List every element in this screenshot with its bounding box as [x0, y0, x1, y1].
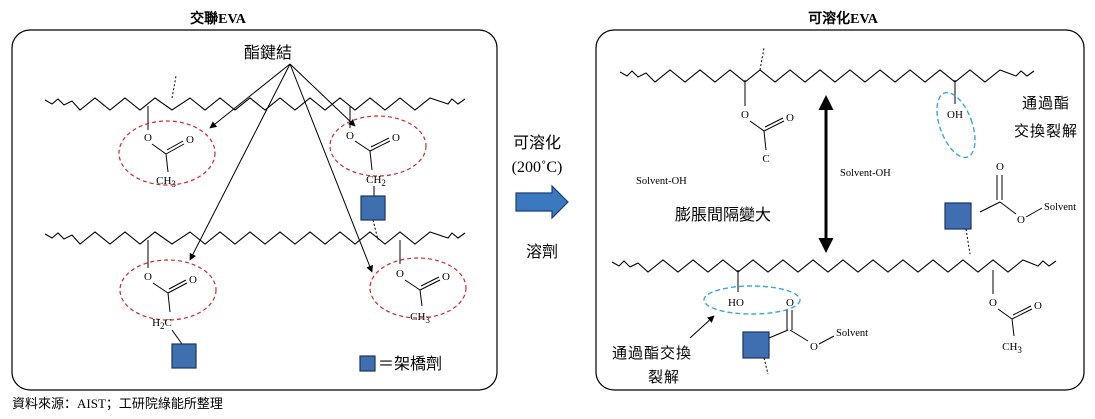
cleavage-note-bottom-line1: 通過酯交換	[612, 344, 692, 362]
bond	[997, 308, 1013, 320]
transition-label-line2: (200˚C)	[512, 159, 563, 176]
ester-bond-label: 酯鍵結	[244, 44, 292, 62]
bond	[763, 120, 785, 132]
bond	[419, 289, 423, 307]
bond	[165, 143, 185, 155]
crosslink-dash	[372, 219, 379, 241]
bond	[167, 282, 188, 294]
methyl-label: CH3	[156, 175, 176, 189]
left-top-chain	[44, 97, 466, 111]
hydroxyl-label: HO	[728, 297, 744, 309]
cleavage-note-top-line1: 通過酯	[1022, 95, 1070, 112]
bond	[763, 130, 767, 151]
solvent-oh-label: Solvent-OH	[636, 176, 687, 187]
cleavage-note-top-line2: 交換裂解	[1014, 122, 1078, 140]
ester-ellipse	[329, 115, 427, 177]
oxygen-atom: O	[442, 271, 450, 283]
oxygen-atom: O	[996, 161, 1004, 173]
left-top-chain-dash	[171, 75, 177, 99]
crosslink-dash	[763, 357, 769, 375]
oxygen-atom: O	[786, 112, 794, 124]
methyl-label: CH3	[410, 311, 430, 325]
bond	[789, 329, 809, 342]
bond	[768, 329, 789, 339]
oxygen-atom: O	[810, 341, 818, 353]
left-panel-frame	[11, 29, 498, 391]
solvent-label-bottom: Solvent	[836, 328, 868, 339]
ester-ellipse	[119, 259, 217, 321]
oxygen-atom: O	[1034, 300, 1042, 312]
bond	[404, 279, 421, 291]
cleavage-note-bottom-line2: 裂解	[648, 369, 680, 386]
bond	[370, 137, 390, 148]
oxygen-atom: O	[786, 297, 794, 309]
bond	[749, 120, 765, 132]
legend-crosslinker-square	[359, 355, 376, 372]
methyl-label: CH3	[1002, 341, 1022, 355]
bond	[420, 276, 440, 287]
bond	[818, 335, 835, 345]
right-panel-frame	[595, 29, 1085, 391]
bond	[999, 201, 1017, 215]
crosslinker-square	[360, 195, 386, 221]
oxygen-atom: O	[144, 132, 152, 144]
bond	[369, 150, 373, 171]
bond	[166, 140, 184, 151]
solvent-label: 溶劑	[526, 243, 558, 261]
hydroxyl-label: OH	[947, 109, 963, 121]
transition-label-line1: 可溶化	[513, 134, 561, 152]
swelling-label: 膨脹間隔變大	[675, 206, 771, 224]
oxygen-atom: O	[346, 130, 354, 142]
right-top-chain-dash	[759, 47, 765, 71]
cleavage-pointer-arrow	[689, 315, 715, 339]
bond	[168, 279, 187, 290]
bond	[171, 329, 183, 345]
oxygen-atom: O	[396, 268, 404, 280]
bond	[1011, 308, 1033, 320]
transition-arrow-icon	[515, 184, 569, 220]
bond	[1025, 207, 1043, 218]
solvent-label-right: Solvent	[1044, 202, 1076, 213]
cleavage-ellipse	[936, 91, 976, 159]
methylene-label: CH2	[366, 174, 386, 188]
legend-label: ＝架橋劑	[378, 355, 442, 373]
oxygen-atom: O	[392, 132, 400, 144]
oxygen-atom: O	[1017, 214, 1025, 226]
bond	[151, 143, 167, 155]
oxygen-atom: O	[189, 274, 197, 286]
bond	[152, 282, 169, 294]
solvent-oh-label-center: Solvent-OH	[840, 168, 891, 179]
bond	[1012, 305, 1032, 316]
bond	[165, 153, 169, 173]
oxygen-atom: O	[186, 134, 194, 146]
carbon-label: C	[762, 153, 769, 165]
bond	[419, 279, 441, 291]
cleavage-ellipse	[703, 285, 801, 315]
ester-pointer-arrows	[189, 63, 373, 273]
bond	[167, 292, 171, 313]
bond	[979, 201, 1001, 213]
right-bottom-chain	[611, 259, 1057, 273]
bond	[764, 117, 784, 128]
bond	[1011, 318, 1015, 337]
oxygen-atom: O	[989, 297, 997, 309]
oxygen-atom: O	[144, 271, 152, 283]
oxygen-atom: O	[741, 109, 749, 121]
crosslinker-square	[171, 343, 197, 369]
crosslinker-square	[742, 331, 770, 359]
right-panel-title: 可溶化EVA	[808, 10, 879, 27]
left-panel-title: 交聯EVA	[190, 10, 247, 27]
right-top-chain	[619, 69, 1035, 83]
source-note: 資料來源：AIST；工研院綠能所整理	[12, 396, 223, 412]
left-bottom-chain	[44, 231, 466, 245]
bond	[369, 140, 391, 152]
crosslinker-square	[944, 202, 972, 230]
ester-ellipse	[369, 257, 467, 319]
crosslink-dash	[965, 228, 971, 255]
bond	[354, 140, 371, 152]
h2c-label: H2C	[152, 317, 172, 331]
ester-ellipse	[118, 120, 216, 186]
